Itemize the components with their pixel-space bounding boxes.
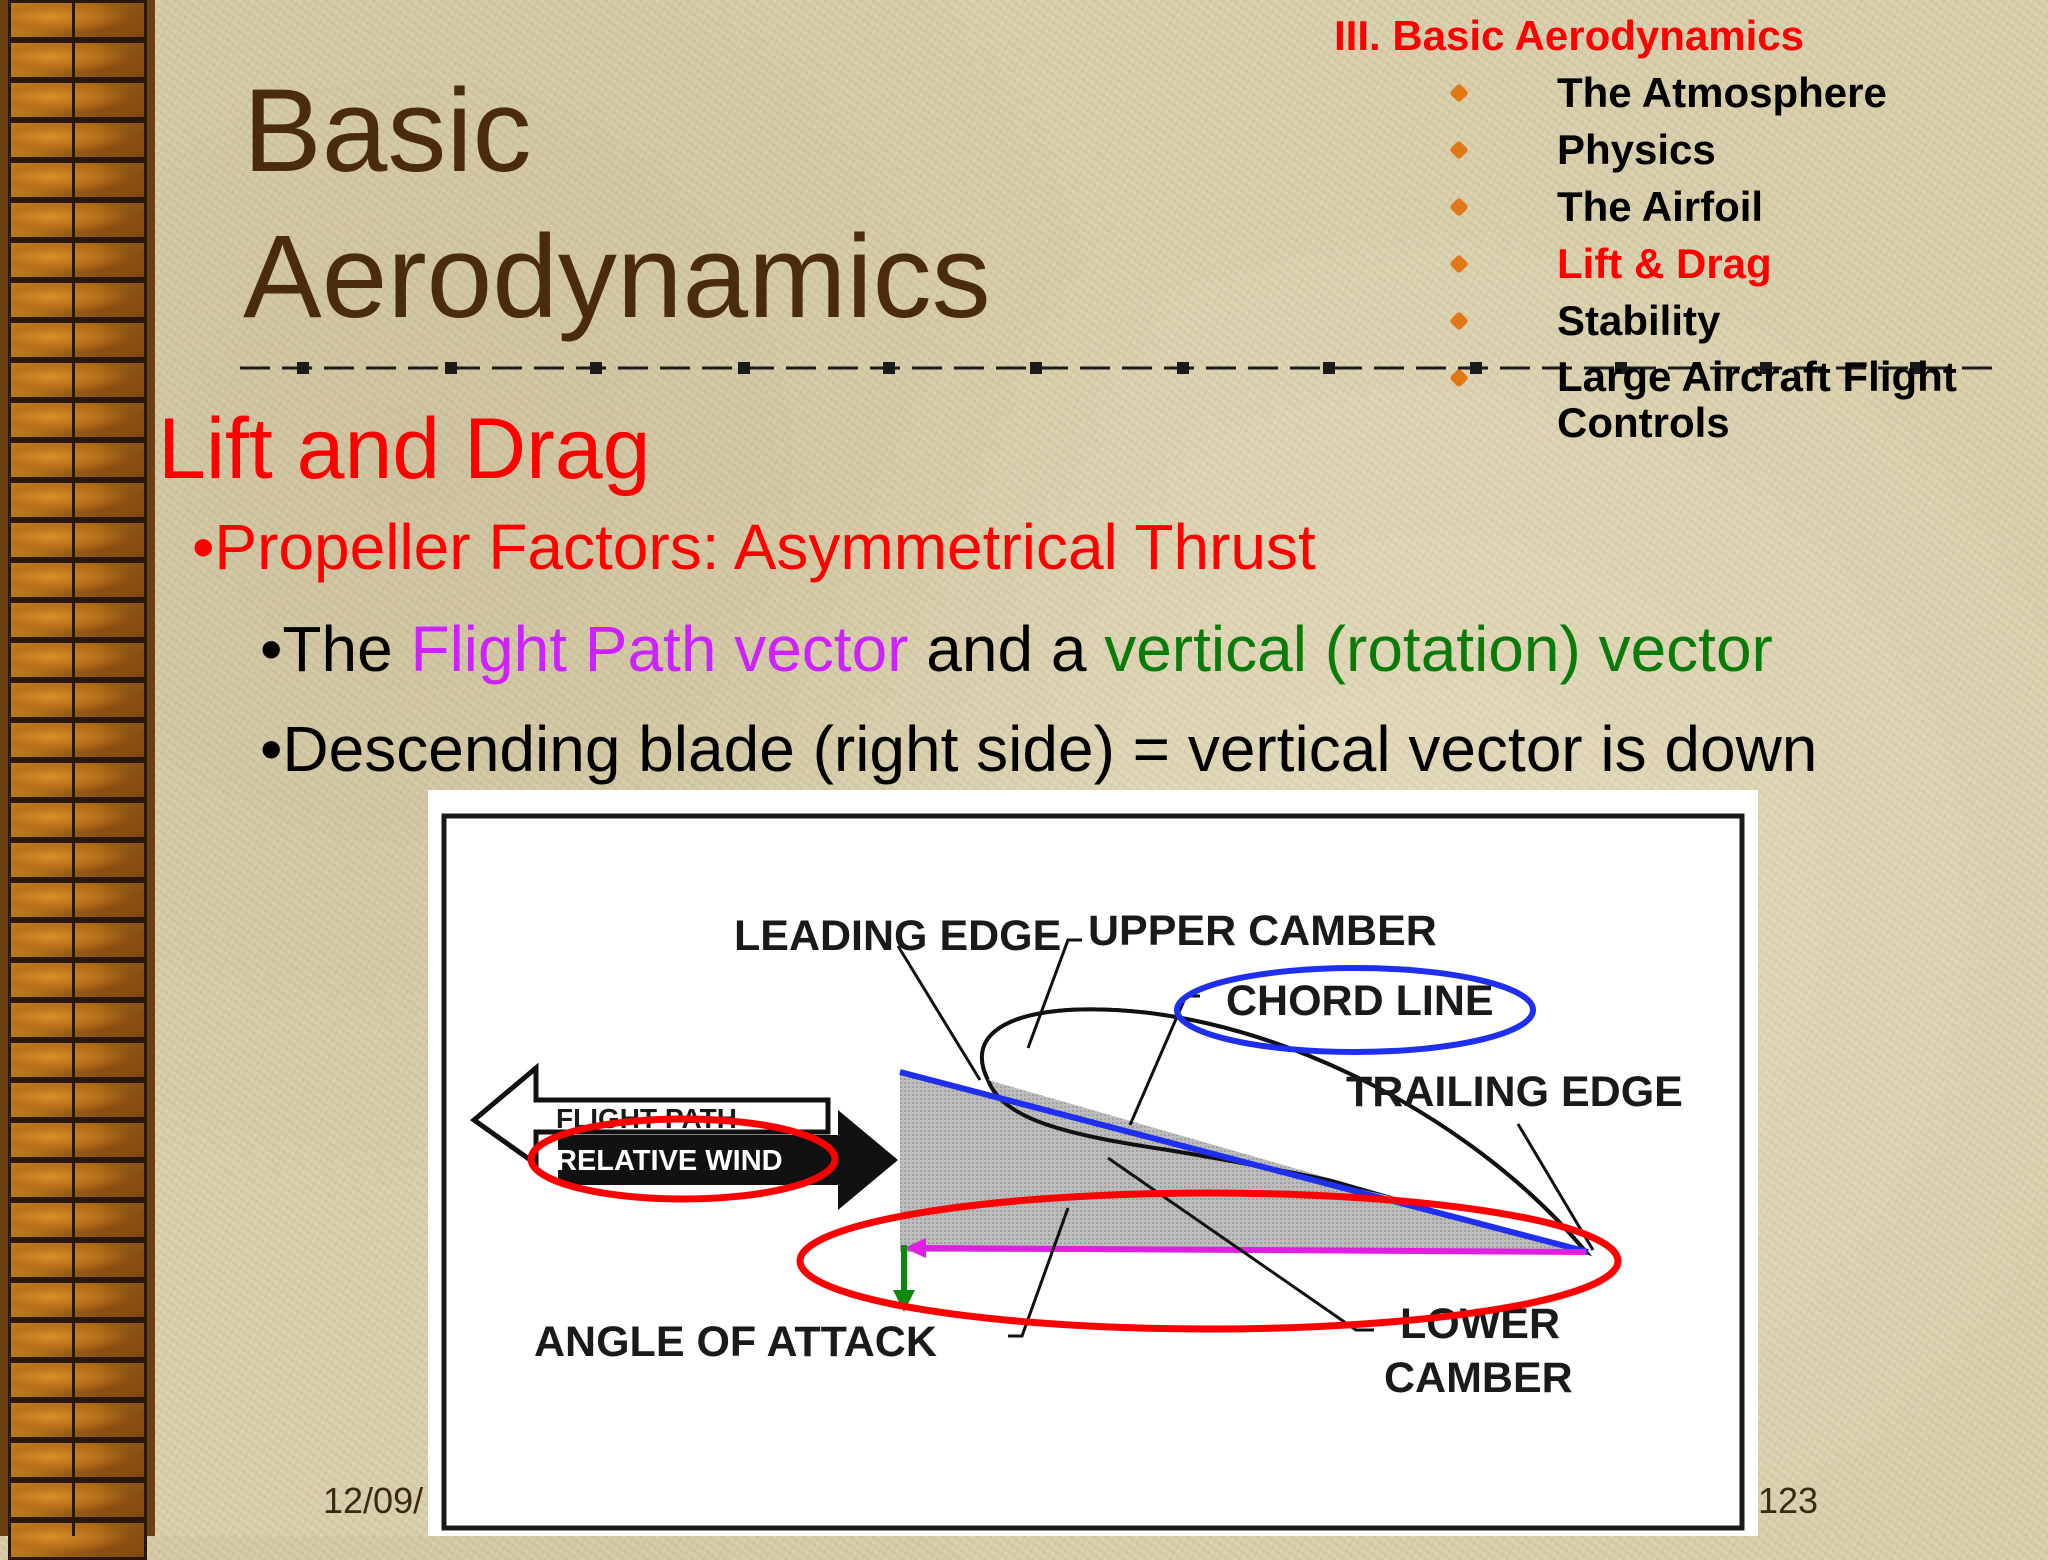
decorative-left-border bbox=[0, 0, 155, 1560]
border-tile bbox=[8, 360, 147, 400]
section-title: Lift and Drag bbox=[158, 401, 651, 497]
sub-bullet-prefix: •The bbox=[260, 613, 411, 685]
page-number: 123 bbox=[1758, 1480, 1819, 1521]
border-tile bbox=[8, 320, 147, 360]
border-line bbox=[144, 0, 147, 1536]
border-tile bbox=[8, 1400, 147, 1440]
bullet-icon bbox=[1449, 254, 1469, 274]
border-tile bbox=[8, 1040, 147, 1080]
border-tile bbox=[8, 600, 147, 640]
label-trailing-edge: TRAILING EDGE bbox=[1346, 1068, 1683, 1116]
label-relative-wind: RELATIVE WIND bbox=[556, 1145, 783, 1177]
border-tile bbox=[8, 800, 147, 840]
border-tile bbox=[8, 1320, 147, 1360]
dashed-divider bbox=[240, 362, 2000, 374]
bullet-icon bbox=[1449, 83, 1469, 103]
label-lower: LOWER bbox=[1400, 1300, 1560, 1348]
border-tile bbox=[8, 40, 147, 80]
bullet-icon bbox=[1449, 140, 1469, 160]
border-tile bbox=[8, 880, 147, 920]
border-tile bbox=[8, 1000, 147, 1040]
label-angle-of-attack: ANGLE OF ATTACK bbox=[534, 1318, 937, 1366]
border-tile bbox=[8, 720, 147, 760]
diagram-frame bbox=[441, 813, 1745, 1531]
border-tile bbox=[8, 1440, 147, 1480]
border-tile bbox=[8, 960, 147, 1000]
border-tile bbox=[8, 560, 147, 600]
toc-item-label: Stability bbox=[1557, 297, 1721, 344]
relative-wind-highlight bbox=[527, 1115, 839, 1203]
border-line bbox=[8, 0, 11, 1536]
chord-line-highlight bbox=[1174, 965, 1536, 1055]
toc-item-label: Physics bbox=[1557, 126, 1716, 173]
border-tile bbox=[8, 400, 147, 440]
border-tile bbox=[8, 1480, 147, 1520]
border-tile bbox=[8, 920, 147, 960]
border-tile bbox=[8, 520, 147, 560]
border-tile bbox=[8, 200, 147, 240]
border-tile bbox=[8, 1160, 147, 1200]
border-tile bbox=[8, 80, 147, 120]
border-tile bbox=[8, 1200, 147, 1240]
airfoil-diagram: FLIGHT PATH RELATIVE WIND LEADING EDGE U… bbox=[428, 790, 1758, 1536]
bullet-icon bbox=[1449, 311, 1469, 331]
toc-item[interactable]: Stability bbox=[1440, 292, 2040, 349]
label-leading-edge: LEADING EDGE bbox=[734, 912, 1061, 960]
border-tile bbox=[8, 640, 147, 680]
toc-item[interactable]: Large Aircraft Flight Controls bbox=[1440, 349, 2040, 446]
border-tile bbox=[8, 1520, 147, 1560]
toc-item-label: The Atmosphere bbox=[1557, 69, 1887, 116]
sub-bullet-mid: and a bbox=[908, 613, 1105, 685]
label-upper-camber: UPPER CAMBER bbox=[1088, 907, 1437, 955]
bullet-icon bbox=[1449, 368, 1469, 388]
border-tile bbox=[8, 680, 147, 720]
toc-item[interactable]: Lift & Drag bbox=[1440, 235, 2040, 292]
border-tile bbox=[8, 0, 147, 40]
toc-item-label: Large Aircraft Flight Controls bbox=[1557, 353, 1957, 446]
border-tile bbox=[8, 1280, 147, 1320]
toc-item[interactable]: The Airfoil bbox=[1440, 178, 2040, 235]
border-tile bbox=[8, 120, 147, 160]
bullet-icon bbox=[1449, 197, 1469, 217]
toc-item[interactable]: The Atmosphere bbox=[1440, 64, 2040, 121]
toc-item[interactable]: Physics bbox=[1440, 121, 2040, 178]
border-tile bbox=[8, 1120, 147, 1160]
border-tile bbox=[8, 760, 147, 800]
sub-bullet-vectors: •The Flight Path vector and a vertical (… bbox=[260, 612, 1773, 686]
border-tile bbox=[8, 280, 147, 320]
border-tile bbox=[8, 440, 147, 480]
border-tile bbox=[8, 240, 147, 280]
toc-heading: III. Basic Aerodynamics bbox=[1334, 12, 1804, 59]
label-camber: CAMBER bbox=[1384, 1354, 1573, 1402]
border-tile bbox=[8, 160, 147, 200]
border-tile bbox=[8, 480, 147, 520]
border-tile bbox=[8, 1080, 147, 1120]
border-tile bbox=[8, 840, 147, 880]
flight-path-arrow bbox=[469, 1062, 831, 1169]
border-tile bbox=[8, 1240, 147, 1280]
flight-path-vector-text: Flight Path vector bbox=[410, 613, 909, 685]
flight-path-vector bbox=[917, 1245, 1587, 1255]
slide-title: Basic Aerodynamics bbox=[243, 65, 991, 343]
border-tile bbox=[8, 1360, 147, 1400]
bullet-propeller-factors: •Propeller Factors: Asymmetrical Thrust bbox=[192, 511, 1316, 583]
border-line bbox=[72, 0, 75, 1536]
toc-item-label: Lift & Drag bbox=[1557, 240, 1772, 287]
airfoil-svg: FLIGHT PATH RELATIVE WIND LEADING EDGE U… bbox=[441, 813, 1745, 1531]
label-chord-line: CHORD LINE bbox=[1226, 977, 1494, 1025]
sub-bullet-descending-blade: •Descending blade (right side) = vertica… bbox=[260, 713, 1818, 785]
toc-item-label: The Airfoil bbox=[1557, 183, 1764, 230]
vertical-vector-text: vertical (rotation) vector bbox=[1104, 613, 1773, 685]
footer-date: 12/09/ bbox=[323, 1480, 424, 1521]
vector-highlight bbox=[796, 1189, 1622, 1333]
chord-line-blue bbox=[899, 1069, 1589, 1255]
